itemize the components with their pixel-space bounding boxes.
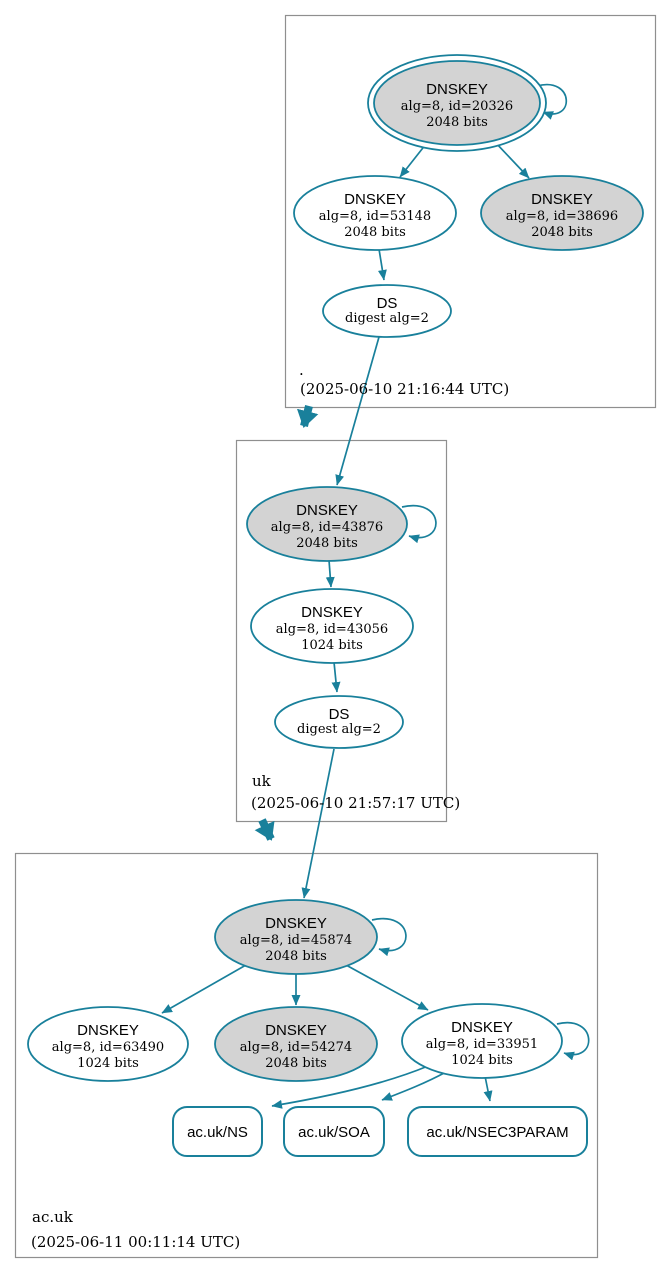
dnskey-43876-ellipse	[246, 486, 408, 562]
dnskey-38696-bits: 2048 bits	[531, 225, 593, 240]
dnskey-33951-detail: alg=8, id=33951	[426, 1037, 538, 1052]
ds-root-ellipse	[322, 284, 452, 338]
zone-box-uk	[235, 439, 448, 823]
dnskey-53148-detail: alg=8, id=53148	[319, 209, 431, 224]
dnskey-43056-title: DNSKEY	[301, 604, 363, 621]
ds-root-node[interactable]: DS digest alg=2	[322, 284, 452, 338]
edge-ksk-uk-to-zsk-uk	[325, 559, 335, 588]
ds-uk-node[interactable]: DS digest alg=2	[274, 695, 404, 749]
dnskey-53148-ellipse	[293, 175, 457, 251]
edge-ds-root-to-ksk-uk	[335, 336, 380, 486]
delegation-arrow-uk-to-acuk	[254, 818, 275, 841]
ds-uk-detail: digest alg=2	[297, 722, 381, 737]
edge-33951-to-soa	[381, 1071, 447, 1101]
rrset-ns-label: ac.uk/NS	[187, 1124, 248, 1141]
dnskey-54274-title: DNSKEY	[265, 1022, 327, 1039]
edge-ksk-root-self-sign	[536, 83, 568, 120]
zone-label-acuk: ac.uk	[32, 1208, 74, 1226]
dnskey-33951-ellipse	[401, 1003, 563, 1079]
edge-ksk-acuk-to-33951	[345, 964, 429, 1011]
rrset-ns-box	[172, 1106, 263, 1157]
ds-uk-title: DS	[329, 706, 350, 723]
dnskey-54274-detail: alg=8, id=54274	[240, 1040, 352, 1055]
dnskey-43876-detail: alg=8, id=43876	[271, 520, 383, 535]
edge-33951-to-ns	[271, 1065, 429, 1109]
dnskey-38696-node[interactable]: DNSKEY alg=8, id=38696 2048 bits	[480, 175, 644, 251]
dnskey-53148-node[interactable]: DNSKEY alg=8, id=53148 2048 bits	[293, 175, 457, 251]
edge-ksk-root-to-38696	[494, 141, 530, 179]
edge-zsk-uk-to-ds-uk	[331, 661, 341, 693]
zone-label-root: .	[299, 361, 304, 379]
dnskey-45874-title: DNSKEY	[265, 915, 327, 932]
dnskey-54274-bits: 2048 bits	[265, 1056, 327, 1071]
dnskey-45874-ellipse	[214, 899, 378, 975]
edge-zsk-root-to-ds	[377, 248, 387, 281]
edge-ksk-acuk-to-63490	[161, 964, 247, 1014]
dnskey-43056-ellipse	[250, 588, 414, 664]
zone-timestamp-acuk: (2025-06-11 00:11:14 UTC)	[31, 1233, 240, 1251]
dnskey-20326-bits: 2048 bits	[426, 115, 488, 130]
dnskey-53148-bits: 2048 bits	[344, 225, 406, 240]
edge-ksk-acuk-self-sign	[371, 917, 407, 957]
ds-root-title: DS	[377, 295, 398, 312]
edge-ksk-uk-self-sign	[401, 504, 437, 544]
rrset-nsec3param-node[interactable]: ac.uk/NSEC3PARAM	[407, 1106, 588, 1157]
dnskey-63490-bits: 1024 bits	[77, 1056, 139, 1071]
dnskey-63490-title: DNSKEY	[77, 1022, 139, 1039]
dnskey-33951-bits: 1024 bits	[451, 1053, 513, 1068]
dnskey-33951-title: DNSKEY	[451, 1019, 513, 1036]
dnskey-43876-node[interactable]: DNSKEY alg=8, id=43876 2048 bits	[246, 486, 408, 562]
edge-33951-to-nsec3param	[483, 1075, 493, 1102]
dnskey-20326-title: DNSKEY	[426, 81, 488, 98]
dnskey-20326-node[interactable]: DNSKEY alg=8, id=20326 2048 bits	[367, 54, 547, 152]
edge-ds-uk-to-ksk-acuk	[301, 748, 335, 899]
dnskey-45874-detail: alg=8, id=45874	[240, 933, 352, 948]
dnskey-54274-ellipse	[214, 1006, 378, 1082]
dnskey-38696-title: DNSKEY	[531, 191, 593, 208]
rrset-soa-node[interactable]: ac.uk/SOA	[283, 1106, 385, 1157]
dnskey-63490-ellipse	[27, 1006, 189, 1082]
ds-root-detail: digest alg=2	[345, 311, 429, 326]
dnskey-43056-detail: alg=8, id=43056	[276, 622, 388, 637]
dnskey-20326-inner-ring	[373, 60, 541, 146]
dnskey-63490-detail: alg=8, id=63490	[52, 1040, 164, 1055]
rrset-soa-label: ac.uk/SOA	[298, 1124, 370, 1141]
dnskey-38696-ellipse	[480, 175, 644, 251]
dnskey-43056-bits: 1024 bits	[301, 638, 363, 653]
dnskey-45874-bits: 2048 bits	[265, 949, 327, 964]
zone-box-acuk	[14, 852, 599, 1259]
rrset-soa-box	[283, 1106, 385, 1157]
dnskey-20326-detail: alg=8, id=20326	[401, 99, 513, 114]
ds-uk-ellipse	[274, 695, 404, 749]
rrset-nsec3param-label: ac.uk/NSEC3PARAM	[426, 1124, 568, 1141]
zone-box-root	[284, 14, 657, 409]
rrset-ns-node[interactable]: ac.uk/NS	[172, 1106, 263, 1157]
edge-ksk-root-to-zsk	[399, 143, 427, 178]
dnskey-33951-node[interactable]: DNSKEY alg=8, id=33951 1024 bits	[401, 1003, 563, 1079]
dnskey-43056-node[interactable]: DNSKEY alg=8, id=43056 1024 bits	[250, 588, 414, 664]
zone-label-uk: uk	[252, 772, 272, 790]
dnskey-43876-title: DNSKEY	[296, 502, 358, 519]
dnskey-53148-title: DNSKEY	[344, 191, 406, 208]
rrset-nsec3param-box	[407, 1106, 588, 1157]
dnskey-63490-node[interactable]: DNSKEY alg=8, id=63490 1024 bits	[27, 1006, 189, 1082]
dnskey-43876-bits: 2048 bits	[296, 536, 358, 551]
zone-timestamp-uk: (2025-06-10 21:57:17 UTC)	[251, 794, 460, 812]
delegation-arrow-root-to-uk	[296, 405, 319, 428]
dnskey-38696-detail: alg=8, id=38696	[506, 209, 618, 224]
zone-timestamp-root: (2025-06-10 21:16:44 UTC)	[300, 380, 509, 398]
dnskey-54274-node[interactable]: DNSKEY alg=8, id=54274 2048 bits	[214, 1006, 378, 1082]
dnskey-45874-node[interactable]: DNSKEY alg=8, id=45874 2048 bits	[214, 899, 378, 975]
edge-33951-self-sign	[556, 1021, 590, 1061]
